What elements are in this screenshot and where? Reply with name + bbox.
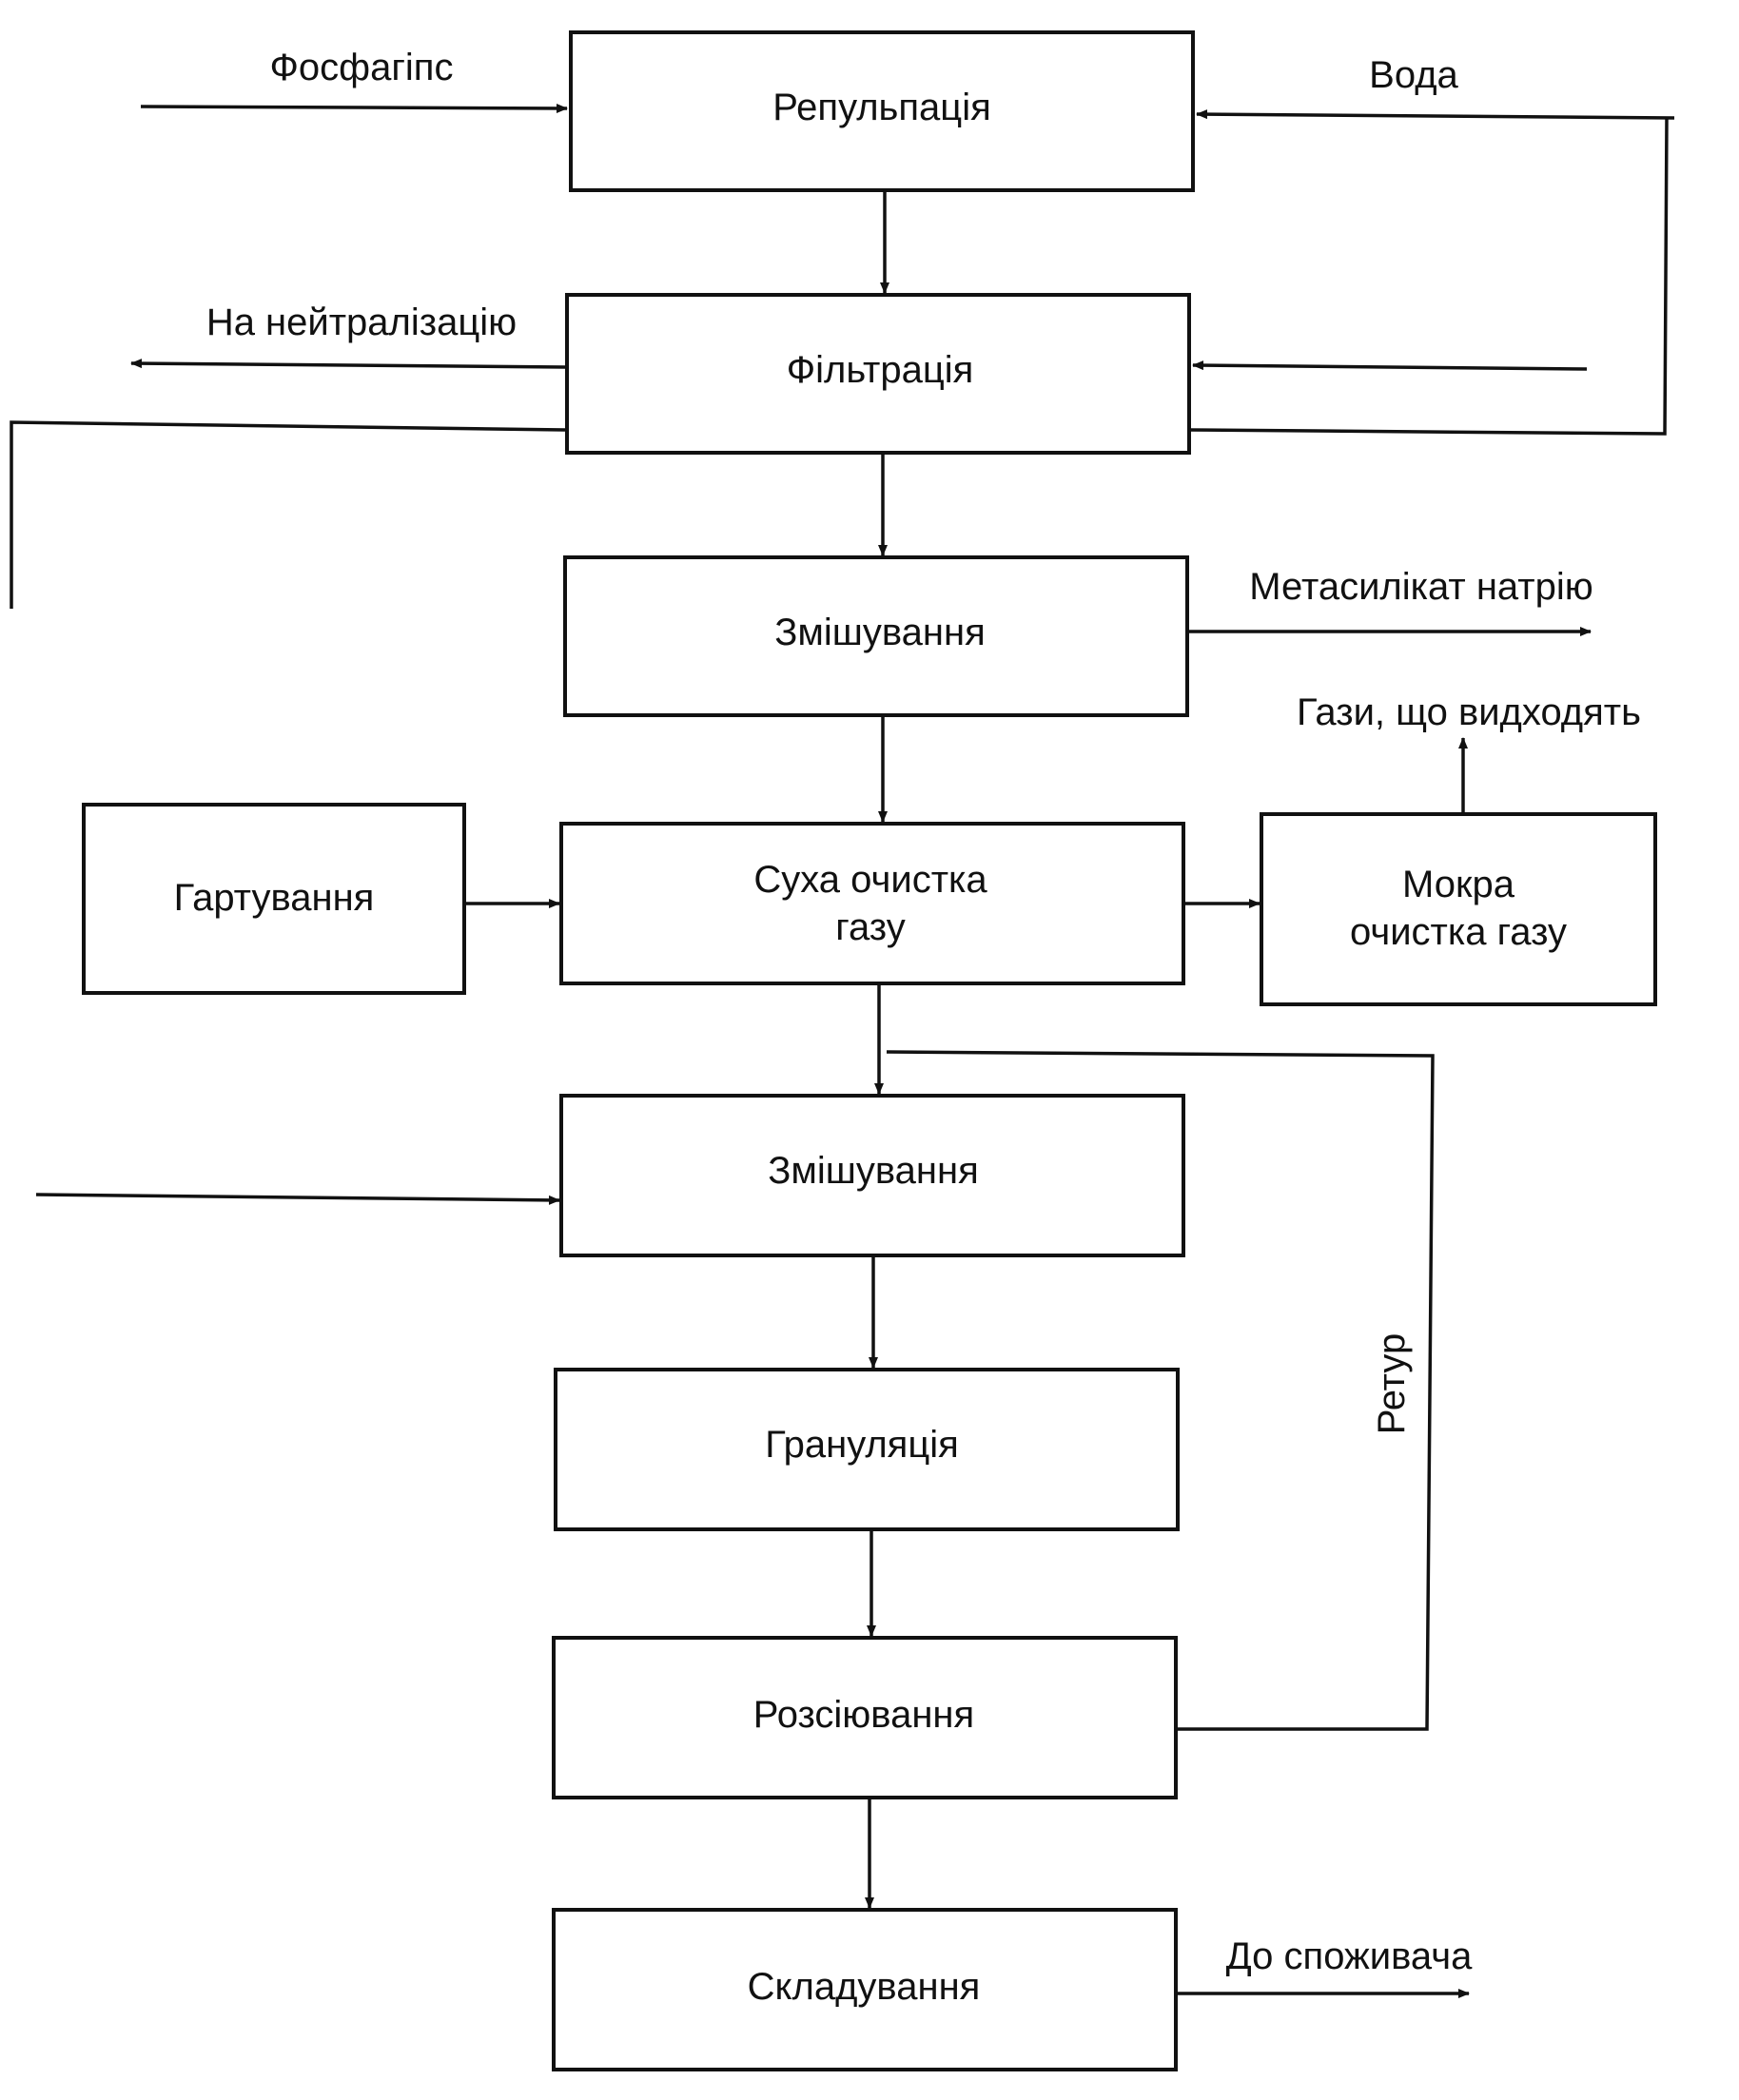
arrow-water-to-filtration <box>1192 360 1588 371</box>
box-repulpation: Репульпація <box>569 30 1195 192</box>
box-granulation: Грануляція <box>554 1368 1180 1531</box>
box-label: Гартування <box>174 877 375 919</box>
arrow-input-to-mixing-2 <box>35 1193 560 1205</box>
box-tempering: Гартування <box>82 803 466 995</box>
box-storage: Складування <box>552 1908 1178 2071</box>
left-bypass-line <box>10 420 566 609</box>
box-label-line-2: очистка газу <box>1350 911 1567 953</box>
box-label: Фільтрація <box>787 349 974 391</box>
arrow-phosphogypsum-input <box>140 103 568 113</box>
box-label-line-1: Мокра <box>1402 864 1515 905</box>
box-label: Розсіювання <box>753 1694 974 1736</box>
box-label: Змішування <box>774 612 986 653</box>
box-mixing-1: Змішування <box>563 555 1189 717</box>
flow-label-to-neutralization: На нейтралізацію <box>206 301 517 343</box>
box-dry-gas-cleaning: Суха очистка газу <box>559 822 1185 985</box>
box-label: Грануляція <box>765 1424 959 1466</box>
box-label: Змішування <box>768 1150 979 1192</box>
box-label: Репульпація <box>772 87 991 128</box>
box-label: Складування <box>748 1966 981 2008</box>
box-screening: Розсіювання <box>552 1636 1178 1799</box>
arrow-water-to-repulpation <box>1196 109 1675 120</box>
box-label-line-2: газу <box>835 906 905 948</box>
flow-label-phosphogypsum: Фосфагіпс <box>270 47 454 88</box>
flow-label-return: Ретур <box>1371 1333 1413 1434</box>
arrow-to-neutralization <box>130 359 566 369</box>
water-loop-line <box>1188 117 1669 436</box>
flow-label-to-consumer: До споживача <box>1226 1935 1473 1977</box>
box-filtration: Фільтрація <box>565 293 1191 455</box>
return-loop-line <box>886 1050 1435 1731</box>
box-mixing-2: Змішування <box>559 1094 1185 1257</box>
box-label-line-1: Суха очистка <box>753 859 987 901</box>
box-wet-gas-cleaning: Мокра очистка газу <box>1260 812 1657 1006</box>
flow-label-water: Вода <box>1369 54 1458 96</box>
flow-label-sodium-metasilicate: Метасилікат натрію <box>1249 566 1592 608</box>
flow-label-off-gases: Гази, що видходять <box>1297 691 1641 733</box>
